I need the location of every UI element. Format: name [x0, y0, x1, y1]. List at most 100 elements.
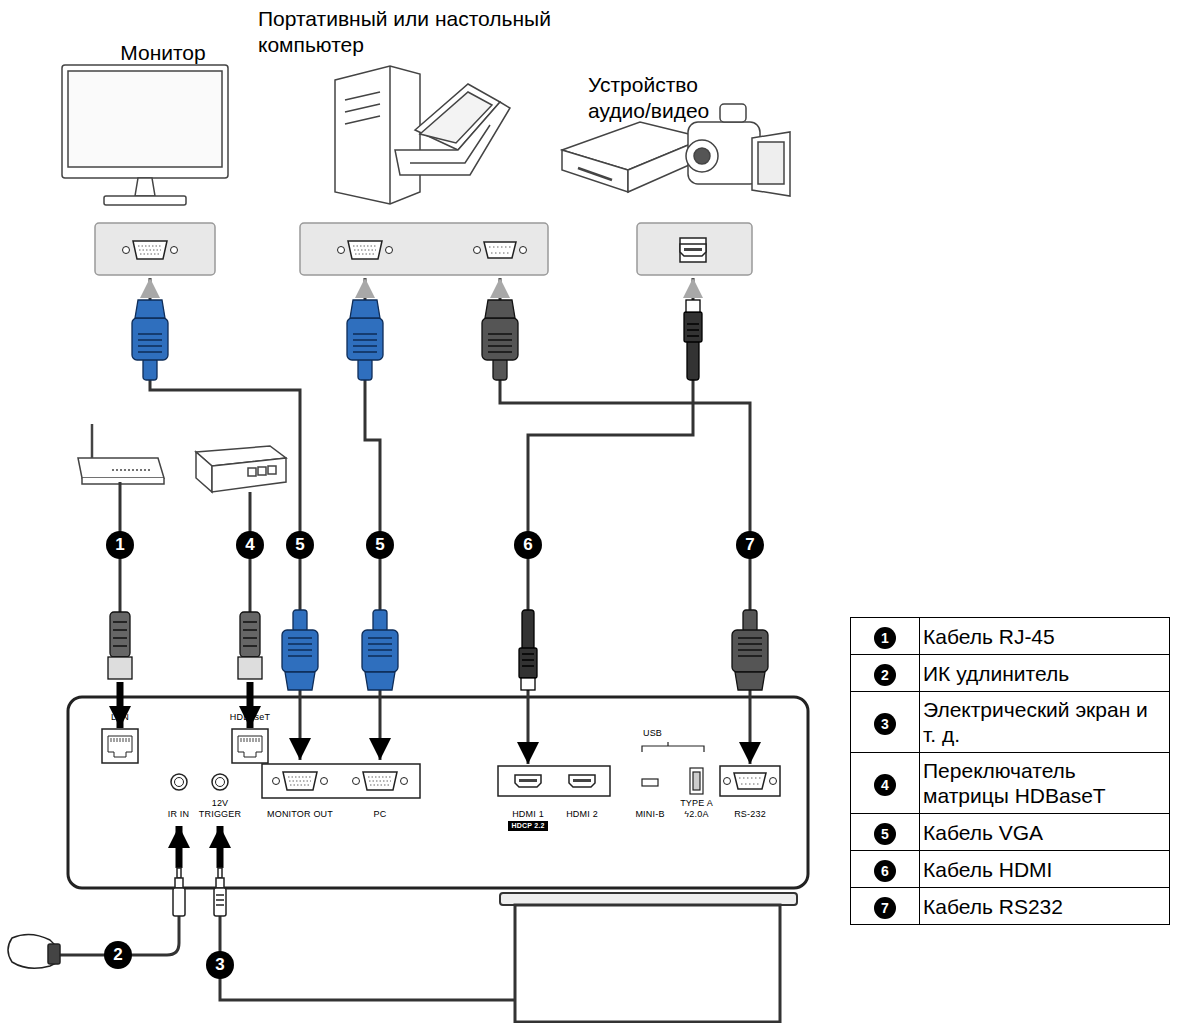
callout-number: 4 — [874, 774, 896, 796]
table-cell: 1 — [851, 618, 920, 655]
vga-port — [353, 772, 408, 790]
port-label: IR IN — [160, 809, 197, 820]
table-cell: ИК удлинитель — [920, 655, 1170, 692]
callout-number: 5 — [366, 531, 394, 559]
graphic-part — [175, 878, 183, 888]
graphic-part — [680, 238, 706, 262]
insert-arrow — [120, 682, 250, 868]
table-cell: Кабель VGA — [920, 814, 1170, 851]
ir-in-jack: IR IN — [160, 765, 197, 820]
graphic-part — [78, 458, 164, 478]
table-cell: Электрический экран и т. д. — [920, 692, 1170, 753]
graphic-part — [268, 466, 276, 474]
rj45-plug — [238, 612, 262, 679]
callout-number: 5 — [874, 823, 896, 845]
rs232-plug — [732, 610, 768, 690]
graphic-part — [216, 878, 224, 888]
hdmi-plug — [684, 300, 702, 380]
table-text: Электрический экран и т. д. — [923, 698, 1148, 746]
table-text: Кабель RJ-45 — [923, 625, 1055, 648]
vga-plug — [282, 610, 318, 690]
ir-extender-illustration — [8, 934, 60, 968]
pc-port: PC — [345, 760, 415, 820]
graphic-part — [667, 742, 668, 746]
port-label: RS-232 — [710, 809, 790, 820]
table-cell: Переключатель матрицы HDBaseT — [920, 753, 1170, 814]
vga-plug — [132, 300, 168, 380]
hdmi2-port: HDMI 2 — [556, 764, 608, 820]
table-row: 3Электрический экран и т. д. — [851, 692, 1170, 753]
rs232-port-icon — [724, 773, 777, 789]
graphic-part — [686, 140, 718, 172]
callout-number: 3 — [206, 951, 234, 979]
table-row: 2 ИК удлинитель — [851, 655, 1170, 692]
table-text: Кабель VGA — [923, 821, 1043, 844]
monitor-device: Монитор — [93, 40, 233, 278]
lan-jack — [102, 729, 138, 763]
callout-number: 7 — [736, 531, 764, 559]
vga-group — [262, 764, 420, 798]
vga-port — [273, 772, 328, 790]
graphic-part — [694, 148, 710, 164]
lan-port: LAN — [95, 712, 145, 768]
vga-port — [338, 241, 393, 259]
graphic-part — [91, 424, 94, 458]
port-label: HDMI 2 — [556, 809, 608, 820]
graphic-part — [693, 772, 700, 790]
hdcp-badge: HDCP 2.2 — [508, 821, 548, 831]
port-label: PC — [345, 809, 415, 820]
table-cell: 7 — [851, 888, 920, 925]
graphic-part — [173, 888, 185, 916]
rs232-port: RS-232 — [710, 764, 790, 820]
table-cell: 3 — [851, 692, 920, 753]
graphic-part — [108, 300, 768, 690]
connector-panel — [95, 223, 752, 275]
rs232-frame — [720, 766, 780, 796]
callout-number: 2 — [874, 664, 896, 686]
vga-plug — [347, 300, 383, 380]
graphic-part — [62, 65, 228, 178]
table-cell: 2 — [851, 655, 920, 692]
device-label: Портативный или настольный компьютер — [258, 6, 635, 58]
vga-plug — [362, 610, 398, 690]
graphic-part — [176, 826, 183, 868]
graphic-part — [300, 223, 548, 275]
router-illustration — [78, 424, 164, 484]
table-text: Кабель RS232 — [923, 895, 1063, 918]
graphic-part — [410, 125, 490, 163]
graphic-part — [112, 469, 150, 471]
av-device: Устройство аудио/видео — [585, 72, 755, 278]
graphic-part — [758, 142, 784, 184]
table-row: 4 Переключатель матрицы HDBaseT — [851, 753, 1170, 814]
hdmi1-port: HDMI 1HDCP 2.2 — [500, 764, 556, 834]
table-cell: 4 — [851, 753, 920, 814]
graphic-part — [216, 895, 224, 905]
graphic-part — [68, 71, 222, 167]
callout-number: 1 — [874, 627, 896, 649]
graphic-part — [48, 944, 60, 964]
table-row: 1 Кабель RJ-45 — [851, 618, 1170, 655]
computer-illustration — [335, 66, 510, 204]
usb-ports: USBMINI-BTYPE A ϟ2.0A — [620, 728, 715, 820]
graphic-part — [214, 888, 226, 916]
cable-connector — [500, 278, 750, 764]
port-label: USB — [620, 728, 685, 739]
graphic-part — [642, 779, 658, 786]
callout-number: 1 — [106, 531, 134, 559]
callout-number: 4 — [236, 531, 264, 559]
table-cell: 6 — [851, 851, 920, 888]
monitor-out-port: MONITOR OUT — [258, 760, 342, 820]
graphic-part — [82, 478, 164, 484]
graphic-part — [500, 893, 797, 905]
device-label: Устройство аудио/видео — [588, 72, 738, 124]
graphic-part — [104, 196, 186, 205]
hdmi-port-icon — [569, 775, 595, 787]
port-label: HDMI 1 — [500, 809, 556, 820]
trigger-jack-icon — [212, 774, 228, 790]
cable-table: 1 Кабель RJ-45 2 ИК удлинитель3Электрически… — [850, 617, 1170, 925]
monitor-illustration — [62, 65, 228, 205]
graphic-part — [335, 66, 420, 204]
jack-plug — [173, 868, 226, 916]
graphic-part — [248, 468, 256, 476]
